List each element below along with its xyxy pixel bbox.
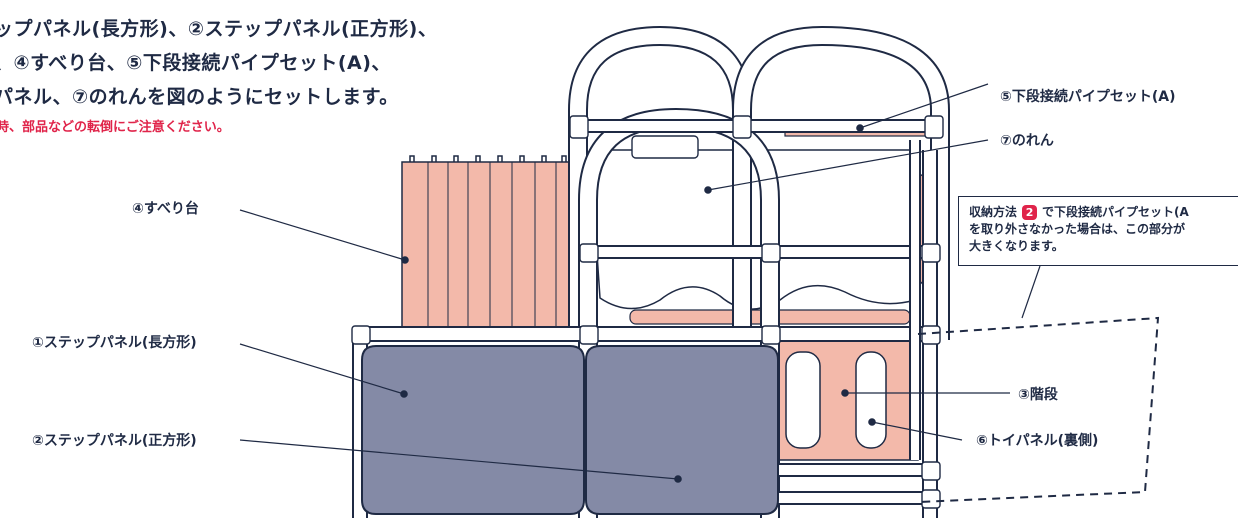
- label-noren: ⑦のれん: [1000, 133, 1054, 149]
- extension-dashed-outline: [917, 316, 1160, 503]
- toy-panel-opening: [855, 351, 887, 449]
- note-line-2: を取り外さなかった場合は、この部分が: [969, 222, 1186, 236]
- note-line-1-rest: で下段接続パイプセット(A: [1042, 205, 1189, 219]
- instruction-line-1: ップパネル(長方形)、②ステップパネル(正方形)、: [0, 18, 438, 40]
- stairs-opening-left: [785, 351, 821, 449]
- label-toy-panel: ⑥トイパネル(裏側): [976, 433, 1099, 449]
- storage-note: 収納方法 2 で下段接続パイプセット(A を取り外さなかった場合は、この部分が 大き…: [958, 196, 1238, 266]
- label-pipe-set-a: ⑤下段接続パイプセット(A): [1000, 89, 1176, 105]
- note-line-1: 収納方法 2 で下段接続パイプセット(A: [969, 204, 1238, 221]
- leader-lines: [239, 83, 1010, 483]
- note-pointer: [1021, 265, 1041, 319]
- instruction-line-3: パネル、⑦のれんを図のようにセットします。: [0, 86, 399, 108]
- step-number-badge: 2: [1022, 205, 1038, 220]
- caution-text: 時、部品などの転倒にご注意ください。: [0, 120, 230, 135]
- label-stairs: ③階段: [1018, 387, 1058, 403]
- instruction-line-2: 、④すべり台、⑤下段接続パイプセット(A)、: [0, 52, 391, 74]
- step-panel-square: [585, 345, 779, 515]
- tube-joints: [351, 115, 944, 509]
- slide-hooks: [409, 155, 567, 162]
- noren-panel: [589, 149, 916, 310]
- note-line-3: 大きくなります。: [969, 239, 1064, 253]
- slide-grooves: [427, 162, 557, 330]
- noren-top-bar: [631, 135, 699, 159]
- label-step-panel-rect: ①ステップパネル(長方形): [32, 335, 197, 351]
- label-slide: ④すべり台: [132, 201, 199, 217]
- label-step-panel-square: ②ステップパネル(正方形): [32, 433, 197, 449]
- step-panel-rect: [361, 345, 585, 515]
- note-prefix: 収納方法: [969, 205, 1018, 219]
